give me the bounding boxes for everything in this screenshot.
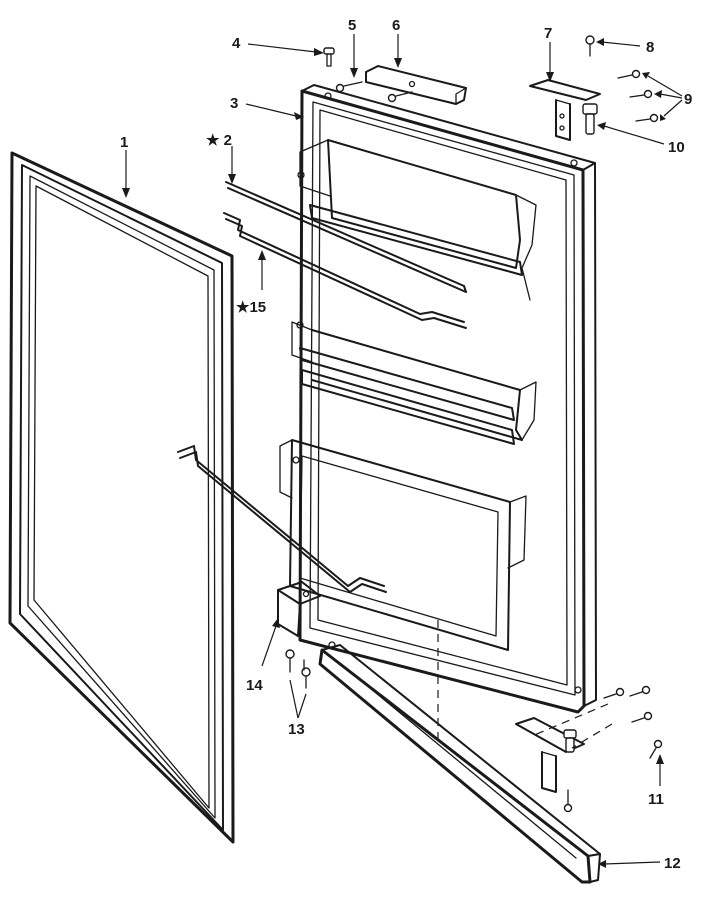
top-hinge-plate (365, 65, 467, 105)
callout-11: 11 (648, 791, 664, 808)
callout-7: 7 (544, 25, 552, 42)
callout-12: 12 (664, 855, 681, 872)
plug-4 (323, 47, 335, 67)
screw-8 (585, 35, 595, 57)
alignment-lines (437, 620, 613, 749)
callout-10: 10 (668, 139, 685, 156)
leader-lines (122, 34, 683, 868)
lower-hinge-screws (603, 685, 653, 723)
callout-6: 6 (392, 17, 400, 34)
door-gasket (8, 151, 235, 844)
bracket (277, 581, 321, 637)
upper-hinge (529, 79, 601, 141)
callout-9: 9 (684, 91, 692, 108)
screw-5 (335, 81, 413, 103)
callout-5: 5 (348, 17, 356, 34)
lower-hinge (515, 717, 585, 813)
shelf-rod (225, 181, 467, 293)
screws-9 (617, 69, 659, 123)
callout-2: ★ 2 (206, 132, 232, 149)
callout-3: 3 (230, 95, 238, 112)
door-liner (279, 84, 597, 714)
callout-1: 1 (120, 134, 128, 151)
lower-rod (177, 445, 387, 593)
callout-14: 14 (246, 677, 263, 694)
bottom-trim-strip (318, 641, 601, 884)
callout-4: 4 (232, 35, 241, 52)
screw-11 (649, 739, 663, 759)
callout-8: 8 (646, 39, 654, 56)
callout-labels: 1 ★ 2 3 4 5 6 7 8 9 10 11 12 13 14 ★15 (120, 17, 692, 872)
callout-13: 13 (288, 721, 305, 738)
screws-13 (285, 649, 311, 689)
callout-15: ★15 (236, 299, 266, 316)
shelf-rod-bent (223, 212, 467, 329)
